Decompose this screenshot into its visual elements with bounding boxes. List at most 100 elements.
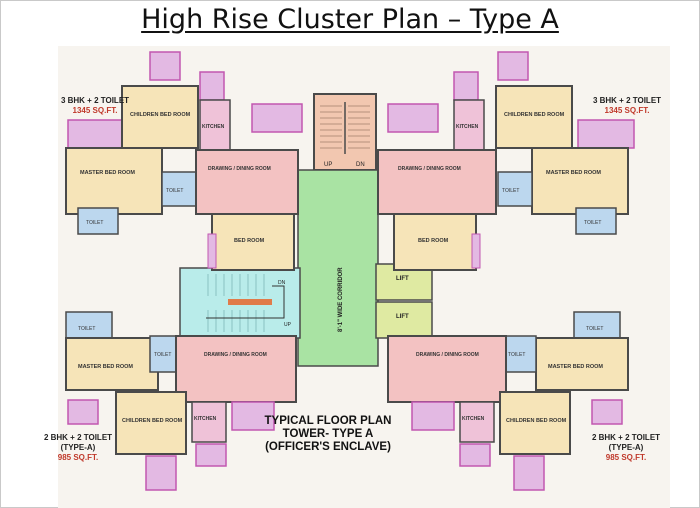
caption-line-3: (OFFICER'S ENCLAVE) (265, 441, 391, 453)
unit-type: 3 BHK + 2 TOILET (592, 96, 662, 105)
room-label: TOILET (508, 352, 525, 358)
room-area (67, 399, 99, 425)
room-label: MASTER BED ROOM (78, 364, 133, 370)
lift-2 (375, 301, 433, 339)
room-area (195, 149, 299, 215)
unit-label-top-right: 3 BHK + 2 TOILET 1345 SQ.FT. (590, 96, 664, 116)
room-label: DRAWING / DINING ROOM (208, 166, 271, 172)
unit-label-bottom-right: 2 BHK + 2 TOILET (TYPE-A) 985 SQ.FT. (584, 433, 668, 463)
room-label: TOILET (584, 220, 601, 226)
room-area (471, 233, 481, 269)
room-area (459, 401, 495, 443)
room-area (207, 233, 217, 269)
lift-1-label: LIFT (396, 276, 409, 282)
central-corridor (297, 169, 379, 367)
unit-area: 985 SQ.FT. (57, 453, 99, 462)
room-area (497, 51, 529, 81)
room-label: KITCHEN (462, 416, 485, 422)
room-area (251, 103, 303, 133)
lift-2-label: LIFT (396, 314, 409, 320)
room-label: TOILET (86, 220, 103, 226)
room-label: CHILDREN BED ROOM (122, 418, 183, 424)
room-label: CHILDREN BED ROOM (130, 112, 191, 118)
lobby-dn-label: DN (278, 280, 286, 286)
lobby-stair-treads (207, 274, 265, 332)
room-label: TOILET (166, 188, 183, 194)
room-label: MASTER BED ROOM (80, 170, 135, 176)
room-area (459, 443, 491, 467)
slide-title-text: High Rise Cluster Plan – Type A (141, 4, 559, 35)
room-label: DRAWING / DINING ROOM (204, 352, 267, 358)
room-area (453, 71, 479, 101)
room-area (115, 391, 187, 455)
room-label: BED ROOM (418, 238, 449, 244)
floor-plan: UP DN 8'-1" WIDE CORRIDOR DN UP LIFT LIF… (44, 46, 670, 508)
unit-area: 1345 SQ.FT. (72, 106, 118, 115)
room-area (531, 147, 629, 215)
unit-subtype: (TYPE-A) (60, 443, 96, 452)
room-label: TOILET (586, 326, 603, 332)
unit-area: 1345 SQ.FT. (604, 106, 650, 115)
room-area (149, 51, 181, 81)
room-area (161, 171, 197, 207)
unit-label-bottom-left: 2 BHK + 2 TOILET (TYPE-A) 985 SQ.FT. (36, 433, 120, 463)
room-area (211, 213, 295, 271)
lobby-up-label: UP (284, 322, 292, 328)
room-area (231, 401, 275, 431)
room-area (497, 171, 533, 207)
room-area (575, 207, 617, 235)
unit-type: 3 BHK + 2 TOILET (60, 96, 130, 105)
room-area (77, 207, 119, 235)
stair-treads (320, 105, 370, 149)
room-label: DRAWING / DINING ROOM (398, 166, 461, 172)
room-area (503, 335, 537, 373)
room-area (387, 103, 439, 133)
unit-bottom-left: TOILET MASTER BED ROOM TOILET DRAWING / … (65, 311, 297, 491)
stair-dn-label: DN (356, 162, 365, 168)
unit-label-top-left: 3 BHK + 2 TOILET 1345 SQ.FT. (60, 96, 130, 116)
room-area (495, 85, 573, 149)
unit-bottom-right: TOILET MASTER BED ROOM TOILET DRAWING / … (387, 311, 629, 491)
room-label: DRAWING / DINING ROOM (416, 352, 479, 358)
room-area (535, 337, 629, 391)
floor-plan-drawing: UP DN 8'-1" WIDE CORRIDOR DN UP LIFT LIF… (65, 51, 635, 491)
unit-type: 2 BHK + 2 TOILET (43, 433, 113, 442)
room-area (195, 443, 227, 467)
room-area (199, 71, 225, 101)
corridor-label: 8'-1" WIDE CORRIDOR (338, 267, 344, 332)
room-label: MASTER BED ROOM (548, 364, 603, 370)
unit-type: 2 BHK + 2 TOILET (591, 433, 661, 442)
caption-line-1: TYPICAL FLOOR PLAN (264, 415, 392, 427)
room-label: KITCHEN (456, 124, 479, 130)
room-label: MASTER BED ROOM (546, 170, 601, 176)
room-area (65, 147, 163, 215)
room-area (387, 335, 507, 403)
unit-subtype: (TYPE-A) (608, 443, 644, 452)
slide-title: High Rise Cluster Plan – Type A (0, 4, 700, 35)
room-label: TOILET (154, 352, 171, 358)
plan-caption: TYPICAL FLOOR PLAN TOWER- TYPE A (OFFICE… (208, 415, 448, 454)
caption-line-2: TOWER- TYPE A (282, 428, 374, 440)
room-area (175, 335, 297, 403)
unit-area: 985 SQ.FT. (605, 453, 647, 462)
room-area (65, 311, 113, 341)
room-area (513, 455, 545, 491)
room-area (411, 401, 455, 431)
room-area (191, 401, 227, 443)
room-label: BED ROOM (234, 238, 265, 244)
room-area (499, 391, 571, 455)
stair-up-label: UP (324, 162, 332, 168)
room-label: CHILDREN BED ROOM (506, 418, 567, 424)
unit-top-right: CHILDREN BED ROOM KITCHEN MASTER BED ROO… (377, 51, 635, 271)
room-area (67, 119, 125, 149)
room-label: TOILET (78, 326, 95, 332)
room-area (145, 455, 177, 491)
room-label: TOILET (502, 188, 519, 194)
room-area (377, 149, 497, 215)
room-area (577, 119, 635, 149)
room-label: CHILDREN BED ROOM (504, 112, 565, 118)
unit-top-left: CHILDREN BED ROOM KITCHEN MASTER BED ROO… (65, 51, 303, 271)
room-area (591, 399, 623, 425)
room-label: KITCHEN (202, 124, 225, 130)
room-label: KITCHEN (194, 416, 217, 422)
